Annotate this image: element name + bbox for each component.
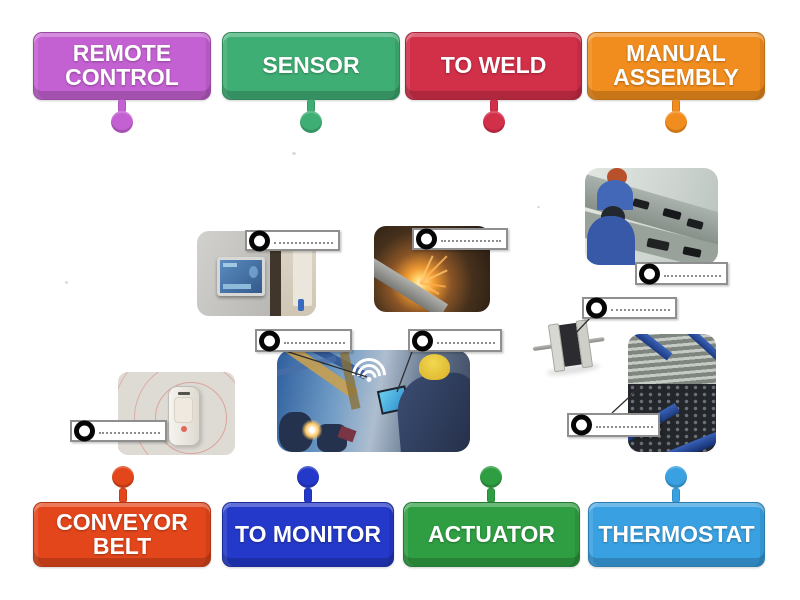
label-remote-control[interactable]: REMOTE CONTROL bbox=[33, 32, 211, 100]
label-to-monitor-dot bbox=[297, 466, 319, 488]
slot-dotted-line bbox=[284, 341, 345, 344]
label-actuator-dot bbox=[480, 466, 502, 488]
slot-dotted-line bbox=[596, 426, 653, 429]
label-to-monitor-stem bbox=[304, 488, 312, 503]
answer-slot-welding[interactable] bbox=[412, 228, 508, 250]
answer-slot-manual-assembly[interactable] bbox=[635, 262, 728, 285]
slot-ring-icon bbox=[412, 330, 433, 351]
label-conveyor-belt-stem bbox=[119, 488, 127, 503]
label-actuator-stem bbox=[487, 488, 495, 503]
label-sensor-stem bbox=[307, 99, 315, 113]
slot-dotted-line bbox=[274, 241, 333, 244]
answer-slot-conveyor-belt[interactable] bbox=[567, 413, 660, 437]
slot-ring-icon bbox=[74, 420, 95, 442]
scan-speck bbox=[537, 206, 540, 208]
label-remote-control-stem bbox=[118, 99, 126, 113]
slot-dotted-line bbox=[441, 240, 501, 243]
photo-manual-assembly bbox=[585, 168, 718, 265]
slot-dotted-line bbox=[99, 432, 160, 435]
label-to-weld-stem bbox=[490, 99, 498, 113]
answer-slot-monitor-laptop[interactable] bbox=[408, 329, 502, 352]
label-sensor[interactable]: SENSOR bbox=[222, 32, 400, 100]
label-to-monitor[interactable]: TO MONITOR bbox=[222, 502, 394, 567]
slot-ring-icon bbox=[639, 263, 660, 284]
label-to-weld[interactable]: TO WELD bbox=[405, 32, 582, 100]
wifi-icon bbox=[344, 350, 394, 400]
scan-speck bbox=[65, 281, 68, 284]
label-conveyor-belt[interactable]: CONVEYOR BELT bbox=[33, 502, 211, 567]
slot-ring-icon bbox=[586, 297, 607, 319]
label-actuator[interactable]: ACTUATOR bbox=[403, 502, 580, 567]
label-thermostat-dot bbox=[665, 466, 687, 488]
label-thermostat-stem bbox=[672, 488, 680, 503]
label-thermostat[interactable]: THERMOSTAT bbox=[588, 502, 765, 567]
slot-dotted-line bbox=[664, 274, 721, 277]
slot-ring-icon bbox=[416, 228, 437, 250]
slot-ring-icon bbox=[571, 414, 592, 436]
slot-ring-icon bbox=[259, 330, 280, 351]
label-remote-control-dot bbox=[111, 111, 133, 133]
photo-motion-sensor bbox=[118, 372, 235, 455]
answer-slot-thermostat-panel[interactable] bbox=[245, 230, 340, 251]
label-to-weld-dot bbox=[483, 111, 505, 133]
label-conveyor-belt-dot bbox=[112, 466, 134, 488]
photo-thermostat-panel bbox=[197, 231, 316, 316]
answer-slot-stepper-motor[interactable] bbox=[582, 297, 677, 319]
label-manual-assembly[interactable]: MANUAL ASSEMBLY bbox=[587, 32, 765, 100]
answer-slot-motion-sensor[interactable] bbox=[70, 420, 167, 442]
slot-dotted-line bbox=[611, 309, 670, 312]
label-manual-assembly-dot bbox=[665, 111, 687, 133]
slot-ring-icon bbox=[249, 230, 270, 251]
photo-monitoring bbox=[277, 350, 470, 452]
scan-speck bbox=[292, 152, 296, 155]
photo-stepper-motor bbox=[529, 311, 609, 380]
label-manual-assembly-stem bbox=[672, 99, 680, 113]
label-sensor-dot bbox=[300, 111, 322, 133]
slot-dotted-line bbox=[437, 341, 495, 344]
answer-slot-monitor-robots[interactable] bbox=[255, 329, 352, 352]
